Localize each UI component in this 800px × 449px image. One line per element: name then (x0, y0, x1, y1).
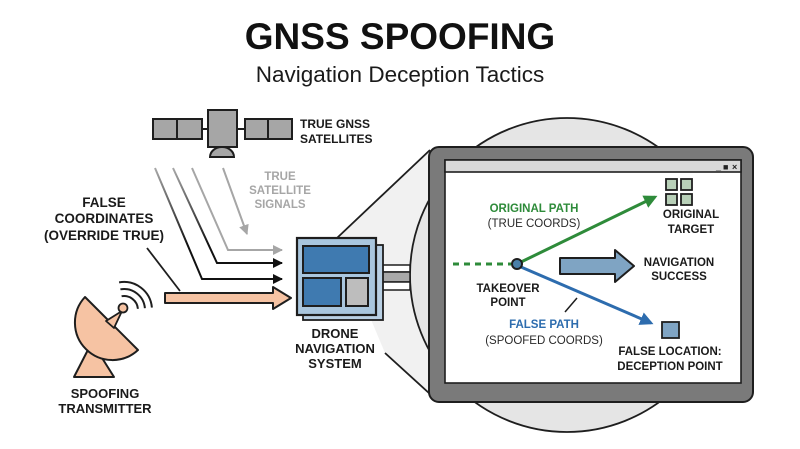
transmitter-label-line-2: TRANSMITTER (58, 401, 152, 416)
nav-unit-screen-top (302, 245, 370, 274)
signal-arrow-1 (191, 167, 283, 255)
nav-unit-screen-right (345, 277, 369, 307)
solar-panel-left-inner (176, 118, 203, 140)
original-target-label-line-2: TARGET (668, 224, 714, 236)
solar-panel-right-inner (244, 118, 269, 140)
signal-arrow-2 (172, 167, 283, 268)
connector-bar-middle (379, 271, 411, 283)
connector-cable (379, 264, 411, 291)
satellites-label-line-1: TRUE GNSS (300, 117, 370, 131)
target-crosshair-icon (665, 178, 693, 206)
window-minimize-icon: _ (715, 162, 722, 172)
drone-system-label-line-1: DRONE (312, 326, 359, 341)
target-quadrant-tl (665, 178, 678, 191)
false-path-arrow (520, 265, 654, 325)
false-path-subtitle: (SPOOFED COORDS) (485, 335, 603, 347)
broadcast-wave-1 (121, 295, 139, 309)
transmitter-dish-icon (73, 280, 153, 378)
original-path-arrow (520, 195, 658, 264)
takeover-point-label-line-2: POINT (490, 297, 525, 309)
signals-label-line-2: SATELLITE (249, 185, 311, 197)
false-location-label-line-1: FALSE LOCATION: (618, 346, 721, 358)
solar-panel-right-outer (267, 118, 293, 140)
original-path-title: ORIGINAL PATH (490, 203, 579, 215)
false-location-marker (661, 321, 680, 339)
takeover-point-label-line-1: TAKEOVER (476, 283, 540, 295)
zoom-cone-edge-top (336, 149, 431, 239)
page-subtitle: Navigation Deception Tactics (256, 62, 545, 87)
connector-bar-top (379, 264, 411, 273)
transmitter-dish (73, 296, 139, 362)
target-quadrant-br (680, 193, 693, 206)
broadcast-wave-2 (120, 287, 146, 309)
page-title: GNSS SPOOFING (245, 16, 555, 57)
original-path-subtitle: (TRUE COORDS) (488, 218, 581, 230)
takeover-point-marker (511, 258, 523, 270)
transmitter-feed-ball (117, 302, 129, 314)
satellite-icon (152, 109, 293, 158)
navigation-success-label-line-1: NAVIGATION (644, 257, 715, 269)
signals-label-line-1: TRUE (264, 171, 296, 183)
original-target-label-line-1: ORIGINAL (663, 209, 719, 221)
window-title-bar (444, 159, 742, 173)
false-coordinates-pointer (146, 247, 181, 292)
target-quadrant-tr (680, 178, 693, 191)
signals-label-line-3: SIGNALS (254, 199, 305, 211)
false-path-title: FALSE PATH (509, 319, 579, 331)
transmitter-label-line-1: SPOOFING (71, 386, 140, 401)
transmitter-feed-arm (105, 310, 123, 329)
solar-panel-left-outer (152, 118, 178, 140)
false-path-pointer (564, 297, 578, 313)
zoom-cone-edge-bottom (384, 352, 431, 395)
satellite-signals (154, 167, 283, 284)
navigation-success-arrow (559, 249, 635, 283)
false-coordinates-label-line-1: FALSE (82, 195, 126, 210)
false-coordinates-label-line-2: COORDINATES (55, 211, 154, 226)
false-coordinates-label-line-3: (OVERRIDE TRUE) (44, 228, 164, 243)
drone-navigation-unit-icon (295, 236, 384, 321)
satellite-dish (208, 146, 236, 158)
connector-bar-bottom (379, 281, 411, 291)
signal-arrow-diagonal (222, 167, 249, 235)
nav-unit-screen-left (302, 277, 342, 307)
target-quadrant-bl (665, 193, 678, 206)
satellites-label-line-2: SATELLITES (300, 132, 372, 146)
navigation-success-label-line-2: SUCCESS (651, 271, 707, 283)
window-close-icon: × (732, 162, 737, 172)
false-location-label-line-2: DECEPTION POINT (617, 361, 722, 373)
spoofed-signal-arrow (164, 286, 292, 310)
drone-system-label-line-3: SYSTEM (308, 356, 361, 371)
drone-system-label-line-2: NAVIGATION (295, 341, 375, 356)
broadcast-wave-3 (118, 280, 153, 308)
window-maximize-icon: ■ (723, 162, 728, 172)
signal-arrow-3 (154, 167, 283, 284)
satellite-body (207, 109, 238, 148)
